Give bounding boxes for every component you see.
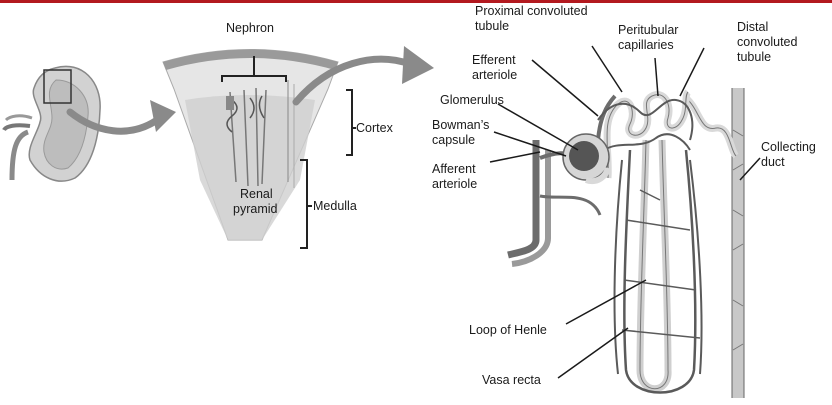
label-renal: Renal [240, 187, 273, 201]
label-distal-3: tubule [737, 50, 771, 64]
label-distal-2: convoluted [737, 35, 798, 49]
label-afferent-2: arteriole [432, 177, 477, 191]
label-loop-of-henle: Loop of Henle [469, 323, 547, 337]
medulla-bracket [300, 160, 312, 248]
label-bowmans-2: capsule [432, 133, 475, 147]
label-collecting-2: duct [761, 155, 785, 169]
label-nephron: Nephron [226, 21, 274, 35]
label-pyramid: pyramid [233, 202, 278, 216]
label-efferent-2: arteriole [472, 68, 517, 82]
label-peritubular-2: capillaries [618, 38, 674, 52]
label-vasa-recta: Vasa recta [482, 373, 541, 387]
label-glomerulus: Glomerulus [440, 93, 504, 107]
label-cortex: Cortex [356, 121, 394, 135]
cortex-bracket [346, 90, 356, 155]
glomerulus [569, 141, 599, 171]
label-proximal-2: tubule [475, 19, 509, 33]
label-bowmans-1: Bowman’s [432, 118, 489, 132]
label-distal-1: Distal [737, 20, 768, 34]
top-border [0, 0, 832, 3]
label-efferent-1: Efferent [472, 53, 516, 67]
label-collecting-1: Collecting [761, 140, 816, 154]
label-afferent-1: Afferent [432, 162, 476, 176]
label-medulla: Medulla [313, 199, 357, 213]
label-proximal-1: Proximal convoluted [475, 4, 588, 18]
label-peritubular-1: Peritubular [618, 23, 678, 37]
nephron-detail [508, 88, 744, 398]
